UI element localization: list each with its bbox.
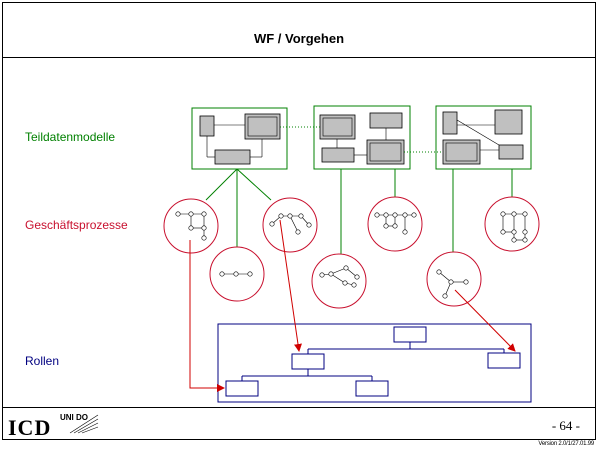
process-circle: [484, 196, 540, 252]
data-model-2: [313, 105, 411, 170]
model-process-links: [205, 168, 513, 256]
footer-divider: [2, 407, 596, 408]
process-circle: [311, 253, 367, 309]
assignment-arrows: [189, 219, 516, 392]
data-model-3: [435, 105, 532, 170]
process-circle: [262, 197, 318, 253]
version-label: Version 2.0/1/27.01.99: [538, 441, 594, 447]
label-teildatenmodelle: Teildatenmodelle: [25, 130, 116, 144]
label-rollen: Rollen: [25, 354, 60, 368]
page-number: - 64 -: [551, 418, 580, 433]
process-graphs: [175, 211, 528, 299]
title-bar: WF / Vorgehen: [2, 2, 596, 58]
label-geschaeftsprozesse: Geschäftsprozesse: [25, 218, 128, 232]
process-circles: [163, 196, 540, 309]
roles-org-chart: [217, 323, 532, 403]
page-title: WF / Vorgehen: [253, 31, 345, 46]
unido-logo: UNI DO: [60, 413, 100, 435]
data-model-1: [191, 107, 288, 170]
icd-logo: ICD: [8, 415, 52, 440]
process-circle: [426, 251, 482, 307]
